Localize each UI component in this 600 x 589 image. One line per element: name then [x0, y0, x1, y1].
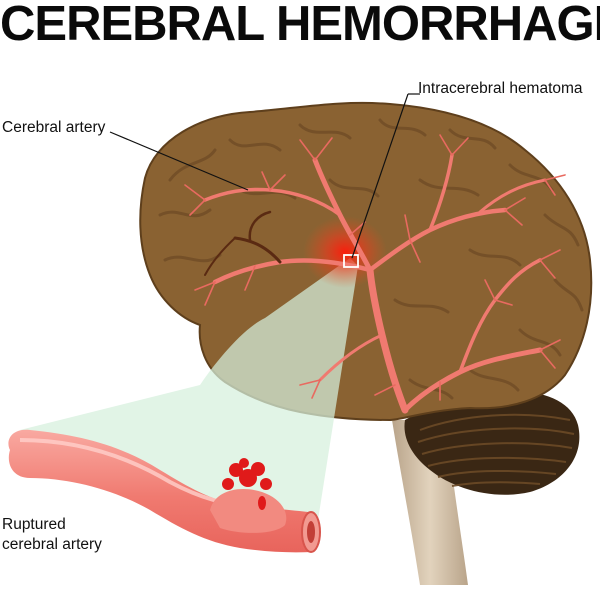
magnify-beam: [20, 258, 358, 540]
diagram-title: CEREBRAL HEMORRHAGE: [0, 0, 600, 51]
label-ruptured-line2: cerebral artery: [2, 536, 102, 553]
blood-spray-icon: [222, 458, 272, 510]
label-intracerebral-hematoma: Intracerebral hematoma: [418, 80, 583, 97]
label-cerebral-artery: Cerebral artery: [2, 119, 106, 136]
cerebellum: [404, 391, 580, 495]
magnify-square: [343, 254, 359, 268]
label-ruptured-cerebral-artery: Ruptured cerebral artery: [2, 515, 102, 555]
ruptured-artery-illustration: [8, 429, 321, 553]
leader-cerebral-artery: [109, 131, 249, 191]
label-ruptured-line1: Ruptured: [2, 516, 66, 533]
artery-tree: [184, 134, 566, 414]
leader-hematoma: [351, 93, 409, 259]
